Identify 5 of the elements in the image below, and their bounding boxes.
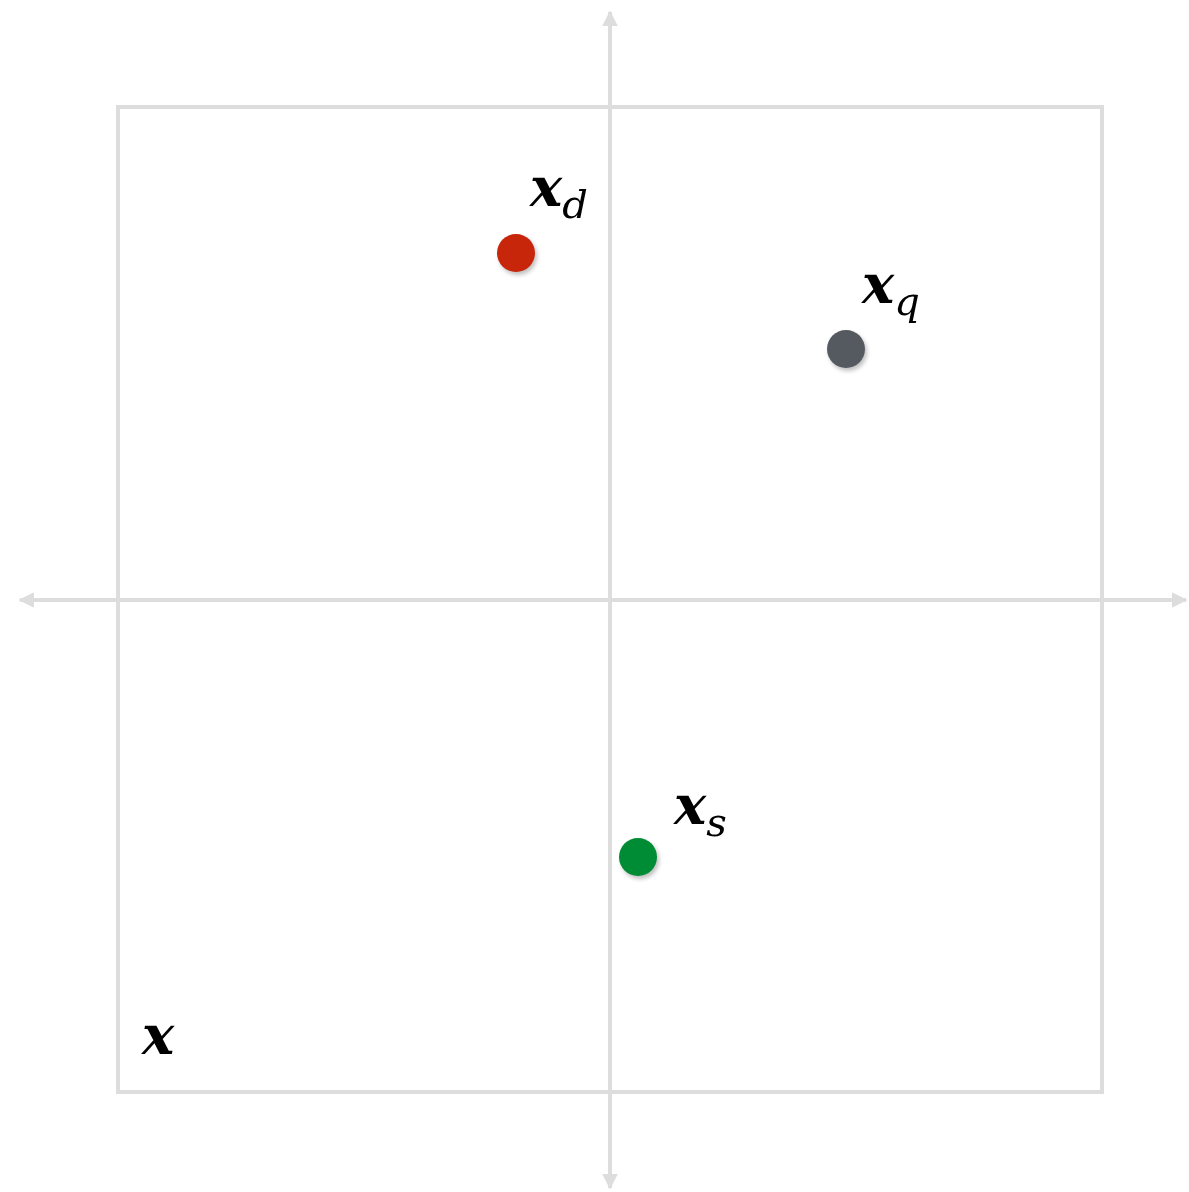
square-frame — [116, 105, 1104, 1094]
point-label: x$_{s}$ — [674, 778, 727, 842]
point-label: x$_{d}$ — [530, 160, 588, 224]
point-label: x$_{q}$ — [862, 257, 920, 321]
variable-label: x — [142, 1008, 175, 1062]
